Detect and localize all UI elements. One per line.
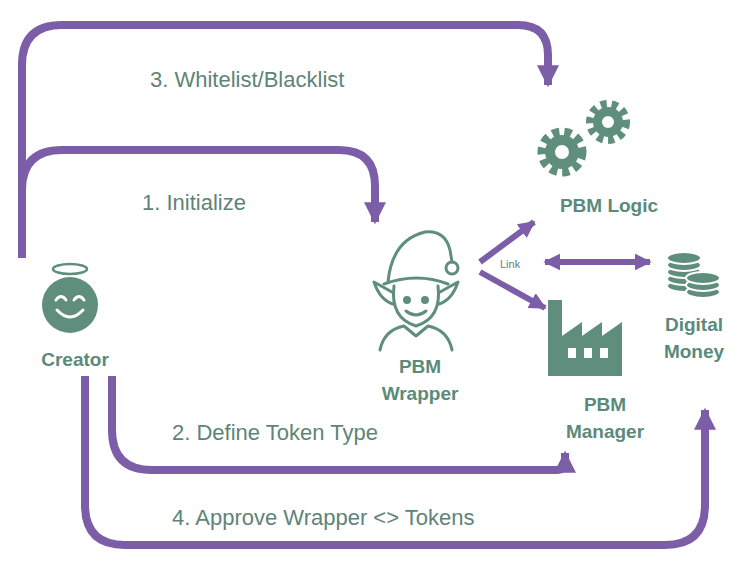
icon-node: Digital Money	[650, 245, 738, 410]
factory-icon	[548, 300, 622, 376]
flow-arrow	[22, 150, 375, 258]
icon-node: Creator	[15, 258, 135, 376]
icon-node: PBM Wrapper	[360, 222, 480, 412]
flow-arrow	[22, 25, 548, 258]
icon-node: PBM Manager	[545, 250, 665, 453]
step-label: 2. Define Token Type	[170, 420, 380, 446]
node-label: PBM Manager	[546, 391, 664, 445]
step-label: 4. Approve Wrapper <> Tokens	[170, 505, 477, 531]
step-label: 1. Initialize	[140, 190, 248, 216]
gears-icon	[542, 104, 626, 172]
flow-arrow	[112, 376, 565, 470]
flow-arrow	[545, 259, 650, 265]
node-label: PBM Logic	[529, 192, 689, 219]
step-label: 3. Whitelist/Blacklist	[148, 67, 346, 93]
link-note: Link	[499, 258, 521, 270]
node-label: Creator	[16, 346, 134, 373]
flow-arrow	[480, 272, 545, 308]
node-label: Digital Money	[651, 311, 737, 365]
coins-icon	[667, 252, 720, 298]
icon-node: PBM Logic	[528, 85, 690, 222]
creator-icon	[42, 264, 98, 333]
flow-arrow	[480, 222, 534, 262]
node-label: PBM Wrapper	[361, 353, 479, 407]
elf-icon	[374, 232, 458, 350]
